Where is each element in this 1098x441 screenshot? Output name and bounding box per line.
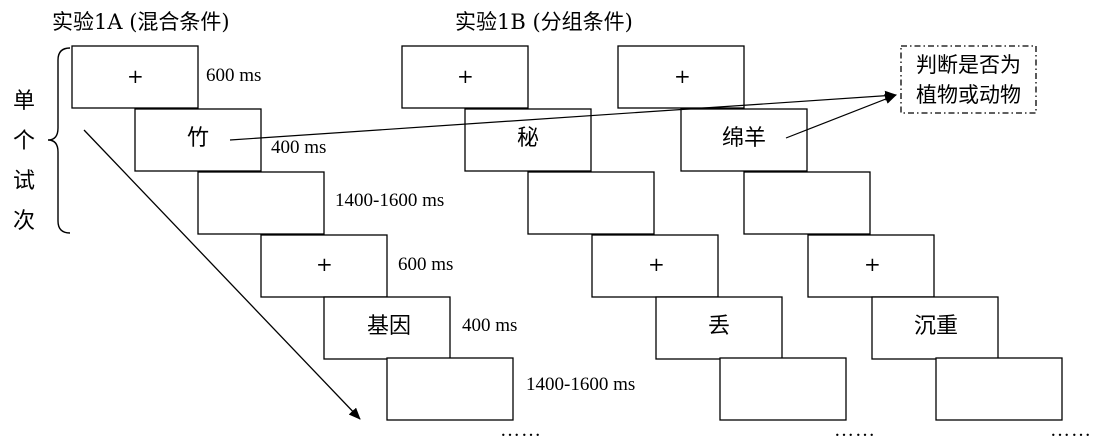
exp-b-col2-screens [617, 45, 1063, 421]
screen-a-fixation-2 [260, 234, 388, 298]
continuation-dots: …… [500, 419, 542, 441]
fixation-cross: + [864, 252, 881, 276]
time-arrow [83, 129, 361, 420]
screen-a-word-1 [134, 108, 262, 172]
timing-label: 600 ms [206, 65, 262, 86]
stimulus-word: 丢 [708, 314, 731, 339]
fixation-cross: + [457, 64, 474, 88]
stimulus-word: 基因 [367, 314, 412, 339]
fixation-cross: + [674, 64, 691, 88]
stimulus-word: 秘 [517, 126, 540, 151]
timing-label: 1400-1600 ms [335, 190, 445, 211]
stimulus-word: 竹 [187, 126, 210, 151]
fixation-cross: + [316, 252, 333, 276]
stimulus-word: 绵羊 [722, 126, 767, 151]
exp-b-title: 实验1B (分组条件) [455, 10, 633, 34]
timing-label: 400 ms [271, 137, 327, 158]
continuation-dots: …… [834, 419, 876, 441]
fixation-cross: + [127, 64, 144, 88]
screen-a-blank-2 [386, 357, 514, 421]
fixation-cross: + [648, 252, 665, 276]
task-note-box [900, 45, 1037, 114]
exp-b-col1-screens [401, 45, 847, 421]
timing-label: 600 ms [398, 254, 454, 275]
screen-a-fixation-1 [71, 45, 199, 109]
task-note-line1: 判断是否为 [916, 53, 1021, 77]
exp-a-title: 实验1A (混合条件) [52, 10, 230, 34]
timing-label: 1400-1600 ms [526, 374, 636, 395]
single-trial-brace [47, 47, 71, 234]
exp-a-screens [71, 45, 514, 421]
timing-label: 400 ms [462, 315, 518, 336]
arrow-from-bamboo [229, 90, 897, 141]
screen-a-blank-1 [197, 171, 325, 235]
arrow-from-sheep [785, 94, 897, 139]
task-note-line2: 植物或动物 [916, 83, 1021, 107]
single-trial-label: 单个试次 [12, 89, 35, 234]
continuation-dots: …… [1050, 419, 1092, 441]
stimulus-word: 沉重 [914, 314, 959, 339]
